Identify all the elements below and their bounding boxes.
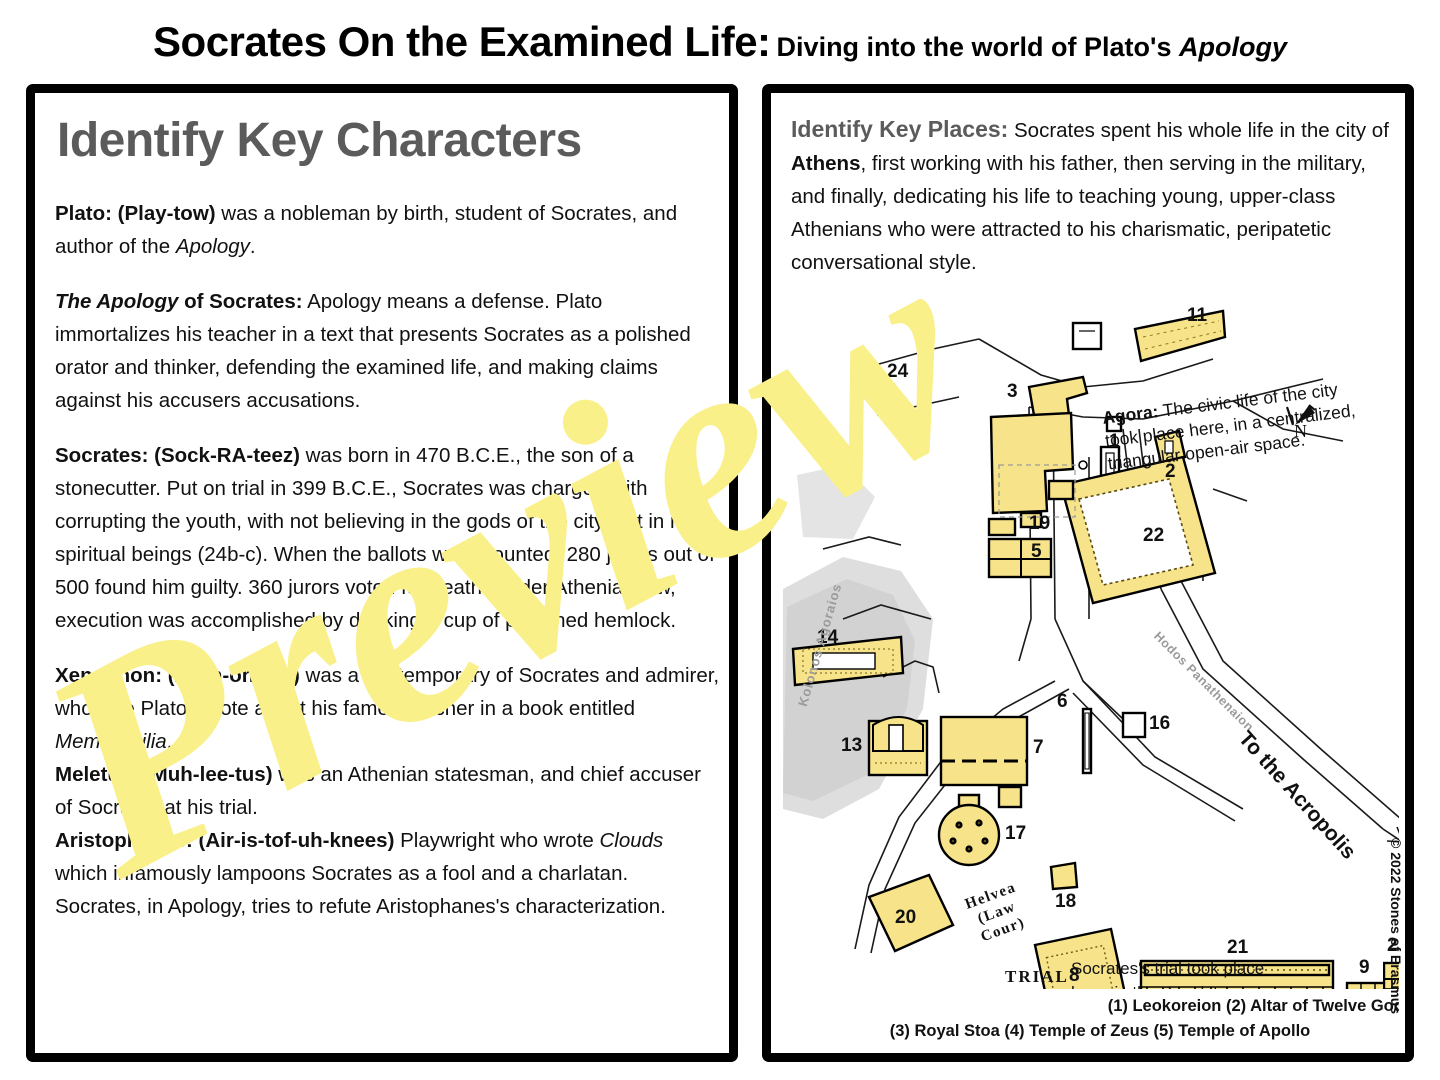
entry-xenophon-text: was a contemporary of Socrates and admir… (55, 664, 720, 720)
key-characters-panel: Identify Key Characters Plato: (Play-tow… (26, 84, 738, 1062)
entry-apology-text: Apology means a defense. Plato immortali… (55, 290, 691, 412)
map-number-12: 14 (817, 627, 839, 648)
key-characters-panel-inner: Identify Key Characters Plato: (Play-tow… (41, 99, 723, 1047)
building-21-graphic (1383, 961, 1399, 989)
building-11 (1133, 309, 1227, 363)
entry-aristophanes-italic: Clouds (599, 829, 664, 852)
map-number-17: 19 (1029, 513, 1051, 534)
trial-label: TRIAL (1005, 967, 1069, 986)
north-arrow-icon: N (1281, 399, 1325, 443)
page-title: Socrates On the Examined Life:Diving int… (0, 18, 1440, 76)
entry-plato-text-post: . (249, 235, 256, 258)
map-number-21: 21 (1387, 935, 1399, 956)
page-title-main: Socrates On the Examined Life: (153, 18, 771, 65)
entry-xenophon-term: Xenophon: (Zeen-oh-fon) (55, 664, 300, 687)
building-4 (989, 411, 1075, 515)
entry-socrates-term: Socrates: (Sock-RA-teez) (55, 444, 300, 467)
entry-xenophon-text-post: . (166, 730, 173, 753)
building-18 (867, 873, 955, 953)
key-characters-body: Plato: (Play-tow) was a nobleman by birt… (55, 197, 720, 923)
building-1 (1105, 415, 1123, 433)
building-19 (1049, 861, 1079, 891)
entry-socrates-text: was born in 470 B.C.E., the son of a sto… (55, 444, 715, 632)
entry-socrates: Socrates: (Sock-RA-teez) was born in 470… (55, 439, 720, 637)
map-number-16: 16 (1149, 713, 1171, 734)
building-14 (937, 803, 1001, 867)
key-places-panel-inner: Identify Key Places: Socrates spent his … (777, 99, 1399, 1047)
building-8 (1033, 927, 1126, 989)
legend-row-1-text: (1) Leokoreion (2) Altar of Twelve Gods (1107, 997, 1399, 1015)
page-title-subtitle-text: Diving into the world of Plato's (776, 32, 1179, 62)
entry-xenophon: Xenophon: (Zeen-oh-fon) was a contempora… (55, 659, 720, 758)
map-number-2: 2 (1165, 461, 1176, 482)
entry-xenophon-italic: Memorabilia (55, 730, 167, 753)
map-number-1: 1 (1109, 431, 1120, 452)
map-number-6: 6 (1057, 691, 1068, 712)
map-number-8: 8 (1069, 965, 1080, 986)
building-7 (939, 715, 1029, 787)
legend-row-2: (3) Royal Stoa (4) Temple of Zeus (5) Te… (889, 1022, 1311, 1040)
map-number-5: 5 (1031, 541, 1042, 562)
map-legend: (1) Leokoreion (2) Altar of Twelve Gods … (783, 994, 1399, 1047)
agora-map: 11 24 3 1 2 22 14 19 5 6 16 13 7 17 18 2… (783, 289, 1399, 989)
map-number-9: 9 (1359, 957, 1370, 978)
entry-plato-term: Plato: (Play-tow) (55, 202, 216, 225)
map-number-19: 18 (1055, 891, 1077, 912)
map-number-20: 21 (1227, 937, 1249, 958)
key-places-panel: Identify Key Places: Socrates spent his … (762, 84, 1414, 1062)
trial-note: Socrates's trial took place here, in the… (1071, 959, 1265, 989)
building-16 (1121, 711, 1147, 739)
key-places-intro-1: Socrates spent his whole life in the cit… (1008, 119, 1389, 142)
acropolis-arrow (1382, 826, 1399, 843)
building-17 (987, 517, 1017, 537)
page-title-subtitle-italic: Apology (1178, 32, 1287, 62)
entry-apology-term-italic: The Apology (55, 290, 179, 313)
entry-meletus-term: Meletus: (Muh-lee-tus) (55, 763, 273, 786)
map-number-14: 17 (1005, 823, 1027, 844)
entry-apology-term: of Socrates: (178, 290, 303, 313)
entry-meletus: Meletus: (Muh-lee-tus) was an Athenian s… (55, 758, 720, 824)
map-number-11: 11 (1187, 305, 1208, 326)
entry-apology: The Apology of Socrates: Apology means a… (55, 285, 720, 417)
key-places-intro-athens: Athens (791, 152, 861, 175)
map-number-22: 22 (1143, 525, 1165, 546)
agora-map-graphic (783, 309, 1399, 989)
entry-plato: Plato: (Play-tow) was a nobleman by birt… (55, 197, 720, 263)
map-number-18: 20 (895, 907, 917, 928)
entry-aristophanes-text: Playwright who wrote (394, 829, 600, 852)
key-places-intro-2: , first working with his father, then se… (791, 152, 1366, 274)
legend-row-3: (7) Bouleuterion (8) Law Court (9) SE fo… (783, 1044, 1399, 1047)
agora-callout-term: Agora: (1101, 401, 1160, 428)
map-number-13: 13 (841, 735, 863, 756)
map-buildings (791, 309, 1393, 989)
key-places-intro: Identify Key Places: Socrates spent his … (791, 113, 1399, 279)
legend-row-1: (1) Leokoreion (2) Altar of Twelve Gods (783, 994, 1399, 1019)
entry-plato-text: was a nobleman by birth, student of Socr… (55, 202, 678, 258)
key-places-heading: Identify Key Places: (791, 116, 1009, 142)
svg-text:N: N (1294, 421, 1307, 441)
entry-aristophanes-text-post: which infamously lampoons Socrates as a … (55, 862, 666, 918)
map-number-24: 24 (887, 361, 909, 382)
entry-meletus-text: was an Athenian statesman, and chief acc… (55, 763, 702, 819)
page-title-subtitle: Diving into the world of Plato's Apology (777, 32, 1287, 62)
building-9 (1345, 981, 1393, 989)
copyright-notice: © 2022 Stones of Erasmus (1388, 838, 1404, 1015)
map-number-3: 3 (1007, 381, 1018, 402)
entry-plato-italic: Apology (175, 235, 250, 258)
entry-aristophanes: Aristophanes: (Air-is-tof-uh-knees) Play… (55, 824, 720, 923)
key-characters-heading: Identify Key Characters (57, 114, 582, 167)
entry-aristophanes-term: Aristophanes: (Air-is-tof-uh-knees) (55, 829, 395, 852)
map-number-7: 7 (1033, 737, 1044, 758)
building-white-hut-a (1071, 321, 1103, 351)
